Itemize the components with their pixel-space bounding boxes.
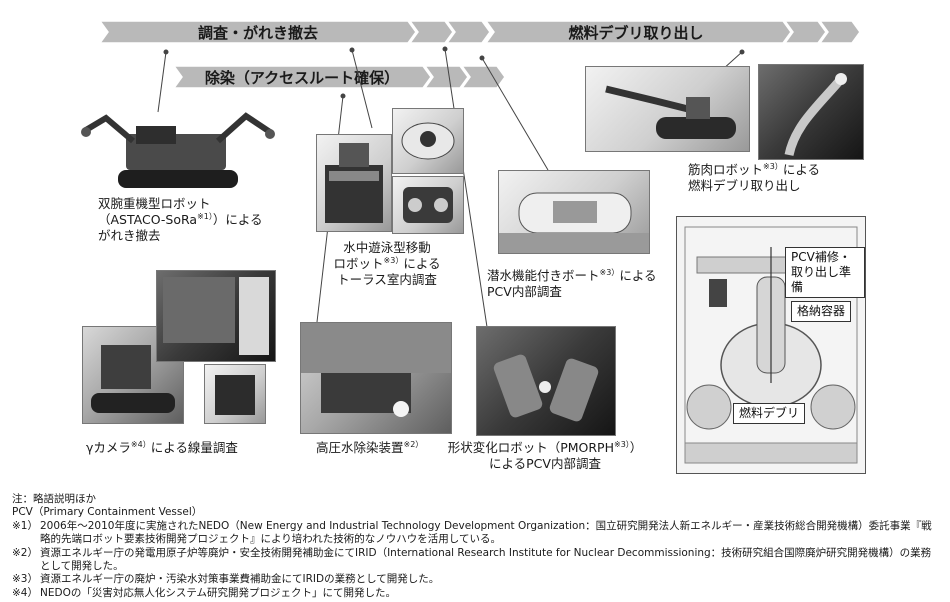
chevron-decon-2 <box>423 65 469 89</box>
note-row: ※3） 資源エネルギー庁の廃炉・汚染水対策事業費補助金にてIRIDの業務として開… <box>12 573 440 586</box>
swim-robot-photo-bottom <box>392 176 464 234</box>
leader-boat <box>481 57 549 171</box>
pmorph-robot-photo <box>476 326 616 436</box>
leader-pmorph <box>444 48 488 328</box>
gamma-robot-photo <box>82 326 184 424</box>
caption-hpw: 高圧水除染装置※2） <box>316 440 424 455</box>
gamma-screen-photo <box>156 270 276 362</box>
chevron-survey-main <box>98 20 417 44</box>
caption-boat: 潜水機能付きボート※3）による PCV内部調査 <box>487 268 657 299</box>
caption-astaco: 双腕重機型ロボット （ASTACO-SoRa※1））による がれき撤去 <box>98 196 263 243</box>
note-row: PCV（Primary Containment Vessel） <box>12 506 203 519</box>
chevron-survey-3 <box>445 20 491 44</box>
note-row: 注： 略語説明ほか <box>12 493 96 505</box>
leader-swim <box>351 49 373 129</box>
chevron-decon-3 <box>460 65 506 89</box>
chevron-fuel-main <box>484 20 792 44</box>
footnotes: 注： 略語説明ほか PCV（Primary Containment Vessel… <box>12 493 940 600</box>
label-pcv-repair: PCV補修・ 取り出し準備 <box>785 247 865 298</box>
phase-label-decon: 除染（アクセスルート確保） <box>205 69 399 87</box>
muscle-robot-photo-right <box>758 64 864 160</box>
caption-pmorph: 形状変化ロボット（PMORPH※3）） によるPCV内部調査 <box>447 440 643 471</box>
chevron-decon-main <box>172 65 432 89</box>
hpw-device-photo <box>300 322 452 434</box>
caption-gamma: γカメラ※4）による線量調査 <box>86 440 238 455</box>
note-row: ※1） 2006年〜2010年度に実施されたNEDO（New Energy an… <box>12 519 932 546</box>
note-row: ※4） NEDOの「災害対応無人化システム研究開発プロジェクト」にて開発した。 <box>12 586 397 599</box>
chevron-survey-2 <box>408 20 454 44</box>
caption-muscle: 筋肉ロボット※3）による 燃料デブリ取り出し <box>688 162 820 193</box>
phase-label-fuel: 燃料デブリ取り出し <box>568 24 703 42</box>
swim-robot-photo-main <box>316 134 392 232</box>
chevron-fuel-2 <box>783 20 827 44</box>
gamma-device-photo <box>204 364 266 424</box>
note-row: ※2） 資源エネルギー庁の発電用原子炉等廃炉・安全技術開発補助金にてIRID（I… <box>12 546 932 573</box>
muscle-robot-photo-left <box>585 66 750 152</box>
astaco-robot-photo <box>78 106 278 194</box>
chevron-fuel-3 <box>818 20 861 44</box>
boat-robot-photo <box>498 170 650 254</box>
label-container: 格納容器 <box>791 301 852 322</box>
leader-astaco <box>157 51 167 113</box>
phase-label-survey: 調査・がれき撤去 <box>198 24 318 42</box>
reactor-diagram: PCV補修・ 取り出し準備 格納容器 燃料デブリ <box>676 216 866 474</box>
swim-robot-photo-top <box>392 108 464 174</box>
label-fuel-debris: 燃料デブリ <box>733 403 806 424</box>
caption-swim: 水中遊泳型移動 ロボット※3）による トーラス室内調査 <box>333 240 441 287</box>
